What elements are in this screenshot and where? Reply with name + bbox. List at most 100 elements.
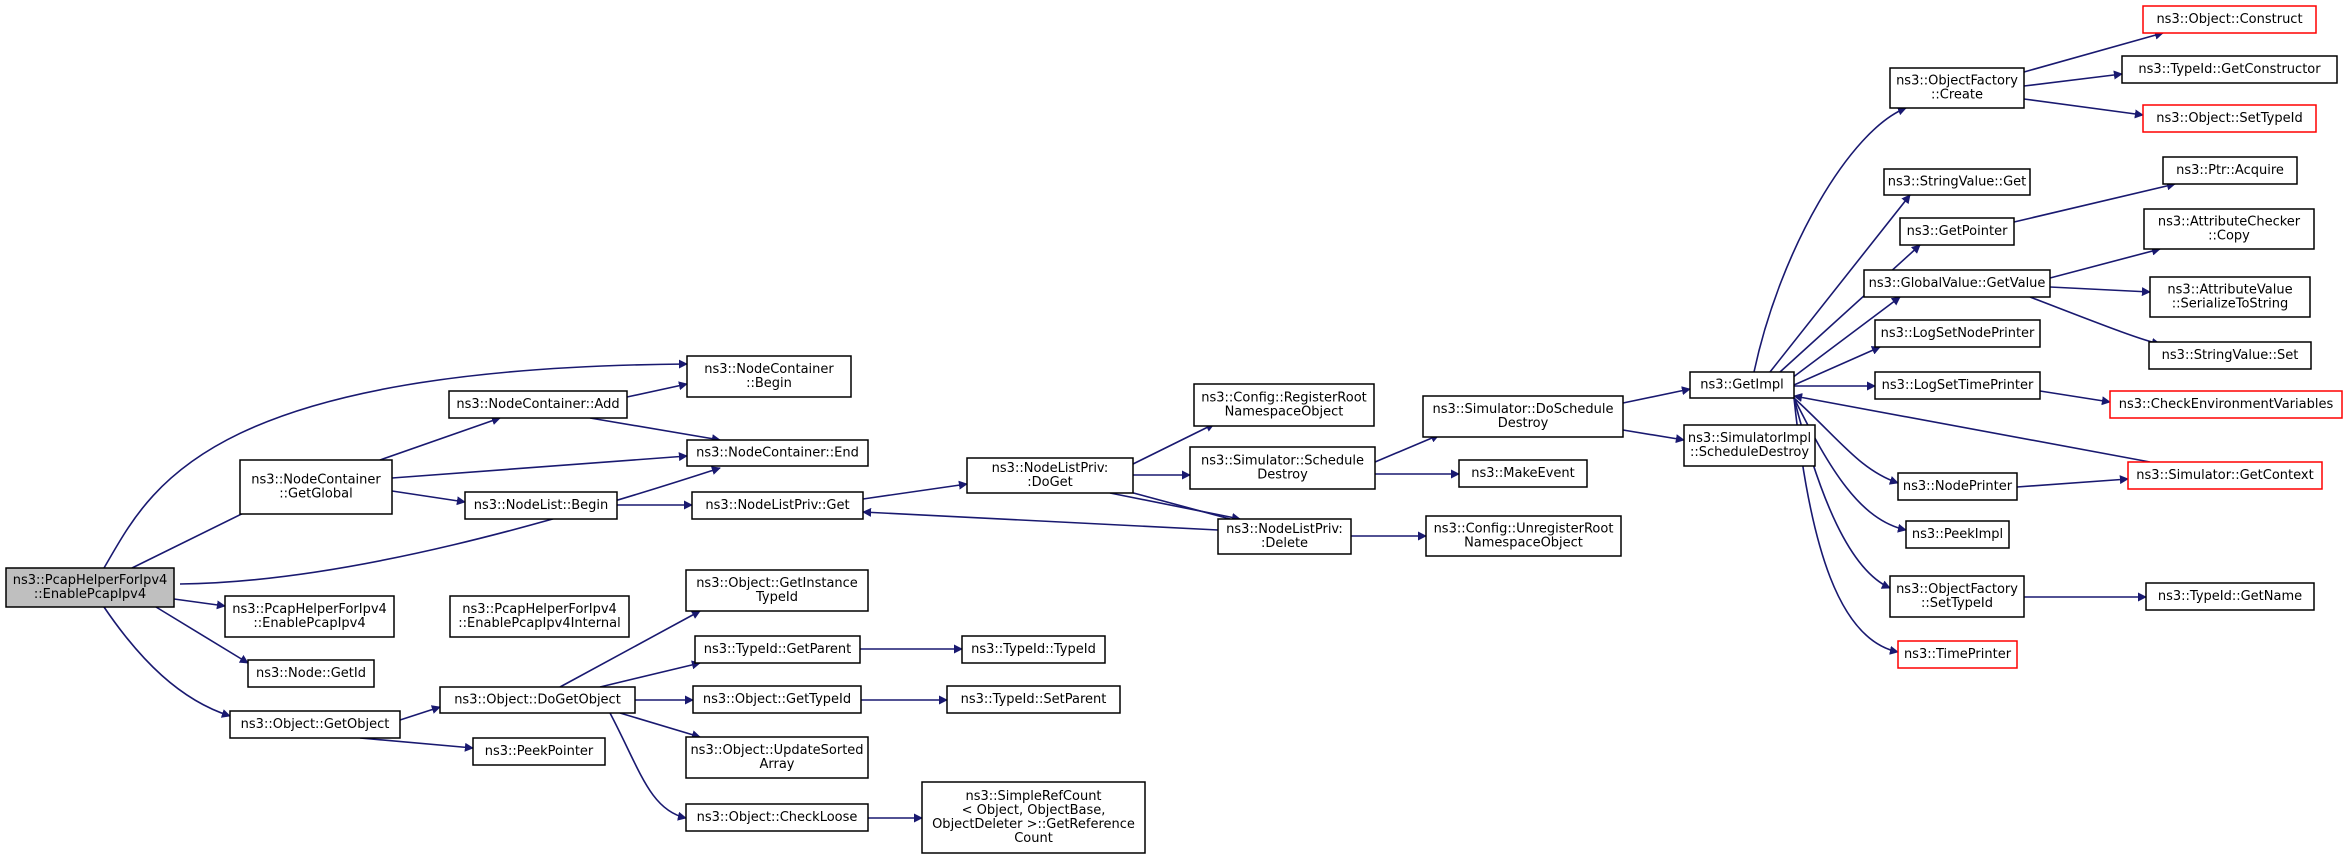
node-label: ns3::StringValue::Set xyxy=(2162,348,2299,363)
node-nl_begin[interactable]: ns3::NodeList::Begin xyxy=(464,491,618,520)
edge-get_impl-to-logsetnodeprinter xyxy=(1793,346,1881,386)
node-typeid_getparent[interactable]: ns3::TypeId::GetParent xyxy=(694,635,861,664)
node-typeid_typeid[interactable]: ns3::TypeId::TypeId xyxy=(961,635,1106,664)
node-nlp_get[interactable]: ns3::NodeListPriv::Get xyxy=(691,491,864,520)
node-typeid_getname[interactable]: ns3::TypeId::GetName xyxy=(2145,582,2315,611)
node-peek_pointer[interactable]: ns3::PeekPointer xyxy=(472,737,606,766)
node-label: ns3::PcapHelperForIpv4 xyxy=(462,602,617,617)
node-nlp_delete[interactable]: ns3::NodeListPriv::Delete xyxy=(1217,518,1352,555)
edge-nc_add-to-nc_end xyxy=(589,417,721,444)
node-label: ns3::GlobalValue::GetValue xyxy=(1869,276,2046,291)
node-globalvalue_getvalue[interactable]: ns3::GlobalValue::GetValue xyxy=(1863,269,2051,298)
node-typeid_getconstructor[interactable]: ns3::TypeId::GetConstructor xyxy=(2121,55,2338,84)
node-logsettimeprinter[interactable]: ns3::LogSetTimePrinter xyxy=(1874,371,2041,400)
node-typeid_setparent[interactable]: ns3::TypeId::SetParent xyxy=(946,685,1121,714)
node-timeprinter[interactable]: ns3::TimePrinter xyxy=(1897,640,2018,669)
edge-sim_dosched-to-get_impl xyxy=(1622,386,1691,404)
node-stringvalue_get[interactable]: ns3::StringValue::Get xyxy=(1883,168,2031,196)
node-label: ns3::Object::GetObject xyxy=(241,717,390,732)
node-nc_end[interactable]: ns3::NodeContainer::End xyxy=(686,439,869,467)
node-make_event[interactable]: ns3::MakeEvent xyxy=(1458,459,1588,488)
node-root[interactable]: ns3::PcapHelperForIpv4::EnablePcapIpv4 xyxy=(5,567,175,608)
edge-nc_add-to-nc_begin xyxy=(626,381,688,398)
node-label: ns3::Object::GetInstance xyxy=(696,576,858,591)
node-box xyxy=(2121,55,2338,84)
node-label: ns3::Object::Construct xyxy=(2156,12,2302,27)
node-obj_getobject[interactable]: ns3::Object::GetObject xyxy=(229,710,401,739)
node-sim_schedule[interactable]: ns3::Simulator::ScheduleDestroy xyxy=(1189,446,1376,490)
node-label: ns3::NodePrinter xyxy=(1903,479,2013,494)
node-attrchecker_copy[interactable]: ns3::AttributeChecker::Copy xyxy=(2143,208,2315,250)
node-label: ns3::TypeId::TypeId xyxy=(971,642,1096,657)
node-objfactory_create[interactable]: ns3::ObjectFactory::Create xyxy=(1889,67,2025,109)
node-label: ns3::NodeContainer xyxy=(704,362,834,377)
node-box xyxy=(449,595,630,638)
node-label: ns3::SimulatorImpl xyxy=(1688,431,1811,446)
edge-root-to-node_getid xyxy=(155,606,249,664)
node-stringvalue_set[interactable]: ns3::StringValue::Set xyxy=(2148,341,2312,370)
node-label: ns3::TypeId::GetConstructor xyxy=(2138,62,2321,77)
node-label: ns3::Ptr::Acquire xyxy=(2176,163,2284,178)
node-getpointer[interactable]: ns3::GetPointer xyxy=(1899,217,2015,246)
node-node_getid[interactable]: ns3::Node::GetId xyxy=(247,659,375,688)
node-nc_begin[interactable]: ns3::NodeContainer::Begin xyxy=(686,355,852,398)
node-box xyxy=(2148,341,2312,370)
node-box xyxy=(691,491,864,520)
edge-sim_getcontext-to-get_impl xyxy=(1793,393,2151,463)
node-pcap_enable[interactable]: ns3::PcapHelperForIpv4::EnablePcapIpv4 xyxy=(224,595,395,638)
node-get_impl[interactable]: ns3::GetImpl xyxy=(1689,371,1795,399)
node-box xyxy=(1905,520,2010,549)
node-label: ns3::GetImpl xyxy=(1700,378,1784,393)
node-pcap_internal[interactable]: ns3::PcapHelperForIpv4::EnablePcapIpv4In… xyxy=(449,595,630,638)
node-label: ns3::LogSetTimePrinter xyxy=(1882,378,2034,393)
node-label: ::Create xyxy=(1931,88,1983,103)
node-label: ns3::ObjectFactory xyxy=(1896,74,2018,89)
node-box xyxy=(229,710,401,739)
node-label: ns3::TypeId::GetParent xyxy=(704,642,852,657)
node-checkenvvars[interactable]: ns3::CheckEnvironmentVariables xyxy=(2109,390,2343,419)
node-label: ns3::Simulator::GetContext xyxy=(2136,468,2313,483)
node-obj_gettypeid[interactable]: ns3::Object::GetTypeId xyxy=(692,685,862,714)
node-peekimpl[interactable]: ns3::PeekImpl xyxy=(1905,520,2010,549)
node-box xyxy=(2127,461,2323,490)
node-cfg_unregister[interactable]: ns3::Config::UnregisterRootNamespaceObje… xyxy=(1425,515,1622,557)
node-label: TypeId xyxy=(755,590,798,605)
node-obj_construct[interactable]: ns3::Object::Construct xyxy=(2142,5,2317,34)
node-obj_dogetobject[interactable]: ns3::Object::DoGetObject xyxy=(439,686,636,714)
edge-objfactory_create-to-obj_settypeid xyxy=(2023,98,2144,119)
node-label: ns3::NodeContainer xyxy=(251,473,381,488)
node-attrvalue_serialize[interactable]: ns3::AttributeValue::SerializeToString xyxy=(2149,276,2311,318)
edge-obj_getobject-to-obj_dogetobject xyxy=(399,705,441,721)
node-simplerefcount[interactable]: ns3::SimpleRefCount< Object, ObjectBase,… xyxy=(921,781,1146,854)
node-nodeprinter[interactable]: ns3::NodePrinter xyxy=(1897,472,2018,501)
node-obj_checkloose[interactable]: ns3::Object::CheckLoose xyxy=(685,803,869,832)
edge-obj_dogetobject-to-obj_updatesorted xyxy=(619,712,701,739)
node-simimpl_sched[interactable]: ns3::SimulatorImpl::ScheduleDestroy xyxy=(1683,424,1816,467)
node-label: ns3::Object::SetTypeId xyxy=(2156,111,2302,126)
node-box xyxy=(2142,104,2317,133)
node-ptr_acquire[interactable]: ns3::Ptr::Acquire xyxy=(2162,156,2298,185)
node-label: ns3::Simulator::Schedule xyxy=(1201,454,1364,469)
node-box xyxy=(2109,390,2343,419)
edge-globalvalue_getvalue-to-attrvalue_serialize xyxy=(2049,286,2151,297)
node-global[interactable]: ns3::NodeContainer::GetGlobal xyxy=(239,459,393,515)
node-box xyxy=(2145,582,2315,611)
node-label: NamespaceObject xyxy=(1225,405,1344,420)
node-box xyxy=(1889,575,2025,618)
node-sim_getcontext[interactable]: ns3::Simulator::GetContext xyxy=(2127,461,2323,490)
node-obj_settypeid[interactable]: ns3::Object::SetTypeId xyxy=(2142,104,2317,133)
node-nc_add[interactable]: ns3::NodeContainer::Add xyxy=(448,390,628,419)
edge-get_impl-to-objfactory_create xyxy=(1753,106,1907,373)
node-nlp_doget[interactable]: ns3::NodeListPriv::DoGet xyxy=(966,457,1134,494)
node-box xyxy=(1425,515,1622,557)
node-label: ns3::StringValue::Get xyxy=(1888,175,2026,190)
node-logsetnodeprinter[interactable]: ns3::LogSetNodePrinter xyxy=(1874,319,2041,348)
node-label: ::EnablePcapIpv4 xyxy=(253,616,365,631)
edge-globalvalue_getvalue-to-attrchecker_copy xyxy=(2049,246,2161,279)
node-objfactory_settypeid[interactable]: ns3::ObjectFactory::SetTypeId xyxy=(1889,575,2025,618)
